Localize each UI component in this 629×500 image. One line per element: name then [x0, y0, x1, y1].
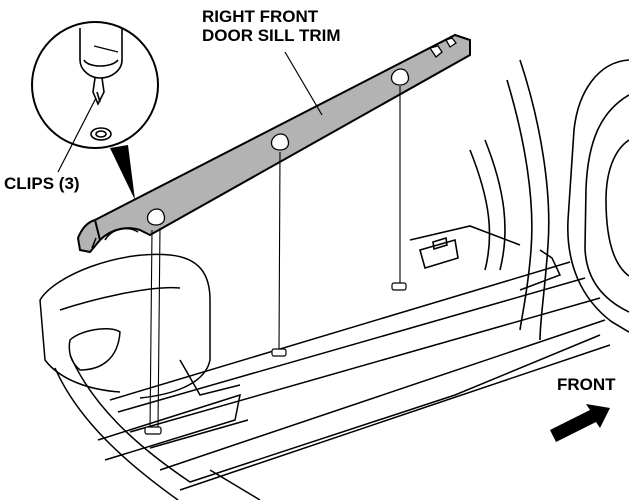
clips-leader-line — [57, 97, 97, 173]
clip-hole — [270, 133, 290, 151]
front-label: FRONT — [557, 375, 616, 394]
door-opening-outline — [409, 139, 521, 271]
alignment-lines — [149, 86, 401, 431]
car-body-outline — [506, 59, 629, 341]
clip-detail-magnifier — [31, 21, 159, 200]
clip-detail-icon — [79, 28, 123, 141]
clip-hole — [146, 208, 166, 226]
door-sill-body — [54, 249, 611, 500]
trim-title-label: RIGHT FRONT DOOR SILL TRIM — [202, 7, 341, 45]
clip-hole — [428, 37, 457, 58]
clip-hole — [390, 68, 410, 86]
title-leader-line — [284, 51, 323, 116]
trim-title-line-1: RIGHT FRONT — [202, 7, 319, 26]
arrow-right-icon — [550, 404, 610, 442]
sill-clip-mount — [144, 282, 407, 435]
clips-label: CLIPS (3) — [4, 174, 80, 193]
trim-title-line-2: DOOR SILL TRIM — [202, 26, 341, 45]
seat-outline — [39, 253, 241, 399]
